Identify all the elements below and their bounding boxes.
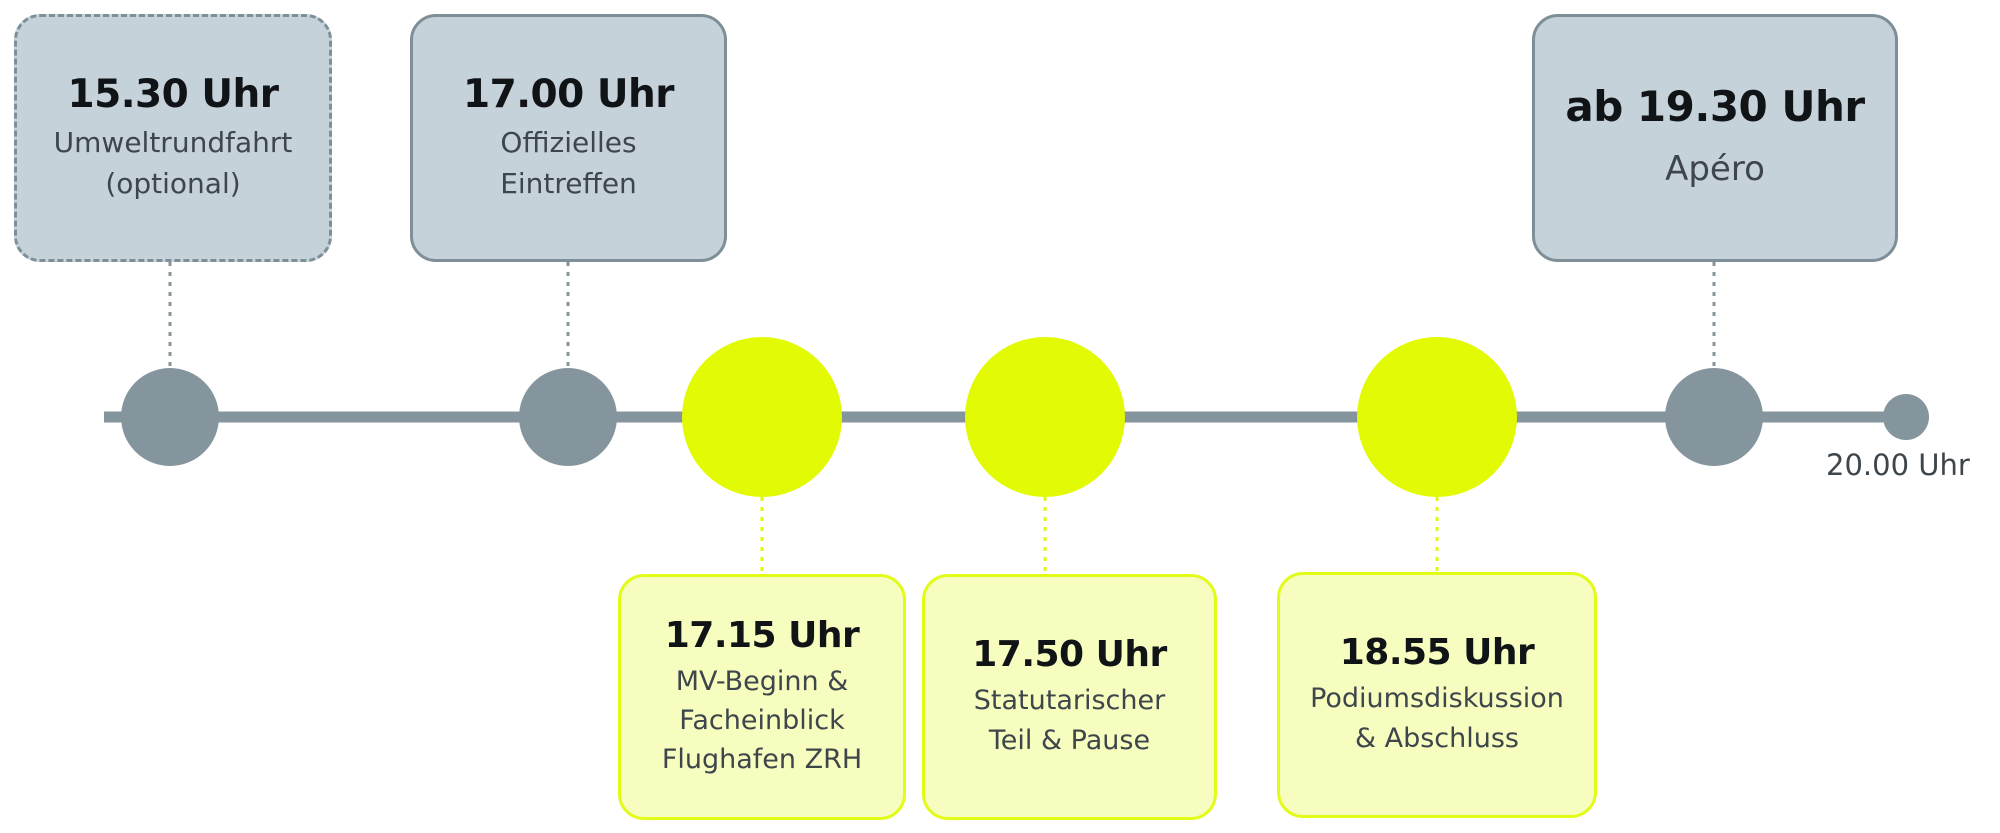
event-box-1: 17.00 Uhr Offizielles Eintreffen	[410, 14, 727, 262]
event-box-3: 17.50 Uhr Statutarischer Teil & Pause	[922, 574, 1217, 820]
event-label-2-line-2: Flughafen ZRH	[661, 744, 863, 776]
event-label-2-line-0: MV-Beginn &	[675, 665, 849, 697]
end-node	[1883, 394, 1929, 440]
node-2	[682, 337, 842, 497]
event-label-2-line-1: Facheinblick	[679, 704, 845, 736]
event-label-1-line-1: Eintreffen	[500, 166, 637, 200]
event-time-3: 17.50 Uhr	[972, 634, 1167, 676]
event-time-1: 17.00 Uhr	[462, 71, 675, 117]
node-4	[1357, 337, 1517, 497]
event-label-4-line-1: & Abschluss	[1354, 722, 1519, 754]
event-label-2: MV-Beginn & Facheinblick Flughafen ZRH	[662, 662, 862, 779]
event-label-3: Statutarischer Teil & Pause	[974, 681, 1165, 759]
event-label-4: Podiumsdiskussion & Abschluss	[1310, 679, 1564, 757]
event-time-0: 15.30 Uhr	[67, 71, 279, 117]
node-0	[121, 368, 219, 466]
event-label-1-line-0: Offizielles	[500, 125, 637, 159]
event-label-5-line-0: Apéro	[1665, 148, 1765, 189]
event-time-2: 17.15 Uhr	[664, 614, 860, 656]
node-3	[965, 337, 1125, 497]
node-1	[519, 368, 617, 466]
event-label-4-line-0: Podiumsdiskussion	[1310, 683, 1564, 715]
event-label-0: Umweltrundfahrt (optional)	[54, 123, 293, 204]
end-time-label: 20.00 Uhr	[1826, 448, 1970, 482]
event-box-5: ab 19.30 Uhr Apéro	[1532, 14, 1898, 262]
event-box-0: 15.30 Uhr Umweltrundfahrt (optional)	[14, 14, 332, 262]
node-5	[1665, 368, 1763, 466]
event-label-0-line-0: Umweltrundfahrt	[53, 125, 293, 159]
event-time-5: ab 19.30 Uhr	[1565, 81, 1865, 131]
event-box-2: 17.15 Uhr MV-Beginn & Facheinblick Flugh…	[618, 574, 906, 820]
event-label-3-line-1: Teil & Pause	[988, 724, 1151, 756]
event-label-5: Apéro	[1665, 145, 1765, 194]
event-label-1: Offizielles Eintreffen	[500, 123, 637, 204]
event-label-3-line-0: Statutarischer	[973, 685, 1166, 717]
event-label-0-line-1: (optional)	[105, 166, 241, 200]
event-box-4: 18.55 Uhr Podiumsdiskussion & Abschluss	[1277, 572, 1597, 818]
event-time-4: 18.55 Uhr	[1339, 632, 1535, 674]
